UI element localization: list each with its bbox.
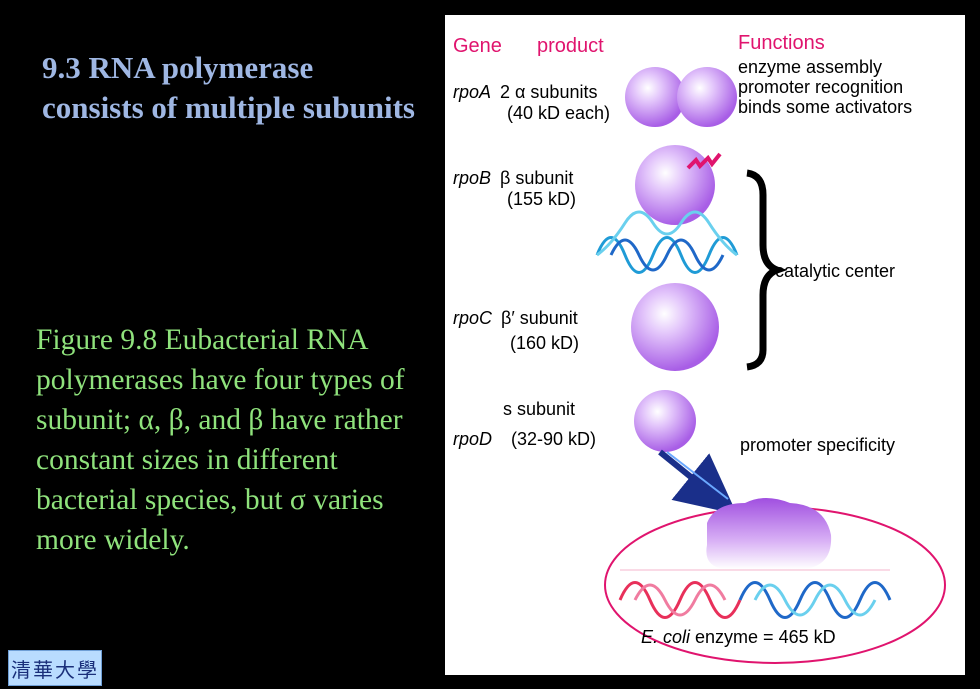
alpha-subunit-sphere-1 [625,67,685,127]
header-product: product [537,35,604,57]
diagram-panel: Gene product Functions rpoA 2 α subunits… [445,15,965,675]
assembly-arrow-highlight [666,451,729,500]
beta-prime-subunit-sphere [631,283,719,371]
rpoD-gene-label: rpoD [453,429,492,449]
catalytic-center-label: catalytic center [775,261,895,281]
holoenzyme-label: E. coli enzyme = 465 kD [641,627,836,647]
rpoA-function-2: promoter recognition [738,77,903,97]
assembly-arrow [658,449,737,515]
rpoA-function-1: enzyme assembly [738,57,882,77]
rpoB-size-label: (155 kD) [507,189,576,209]
rpoC-product-label: β′ subunit [501,308,578,328]
rpoA-product-label: 2 α subunits [500,82,597,102]
rpoA-function-3: binds some activators [738,97,912,117]
rpoD-size-label: (32-90 kD) [511,429,596,449]
active-site-squiggle [686,152,722,170]
rpoC-gene-label: rpoC [453,308,493,328]
dna-helix-lower [618,569,892,619]
header-gene: Gene [453,35,502,57]
alpha-subunit-sphere-2 [677,67,737,127]
sigma-product-label: s subunit [503,399,575,419]
rpoC-size-label: (160 kD) [510,333,579,353]
rpoA-size-label: (40 kD each) [507,103,610,123]
catalytic-bracket [746,169,788,371]
beta-subunit-sphere [635,145,715,225]
university-logo: 清華大學 [8,650,102,686]
rpoB-product-label: β subunit [500,168,573,188]
enzyme-mass: enzyme = 465 kD [690,627,836,647]
dna-helix-upper [595,210,739,274]
header-functions: Functions [738,32,825,54]
figure-caption: Figure 9.8 Eubacterial RNA polymerases h… [36,324,405,556]
ecoli-species: E. coli [641,627,691,647]
promoter-specificity-label: promoter specificity [740,435,895,455]
rpoB-gene-label: rpoB [453,168,491,188]
holoenzyme-shape [706,498,832,569]
rpoA-gene-label: rpoA [453,82,491,102]
rna-polymerase-diagram: Gene product Functions rpoA 2 α subunits… [453,32,946,664]
slide-title: 9.3 RNA polymerase consists of multiple … [42,50,415,125]
sigma-subunit-sphere [634,390,696,452]
